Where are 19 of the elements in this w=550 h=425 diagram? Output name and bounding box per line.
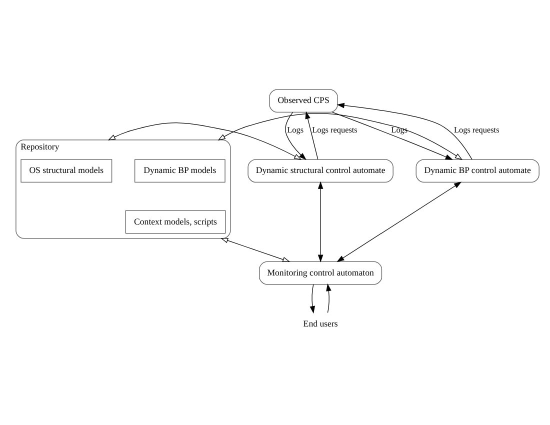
arrow: [326, 284, 332, 314]
arrow: [218, 113, 463, 160]
arrow: [332, 112, 453, 160]
node-box: Monitoring control automaton: [259, 261, 382, 285]
node-box: Dynamic structural control automate: [248, 159, 394, 183]
node-text: End users: [303, 318, 338, 328]
arrow: [220, 238, 290, 262]
node-box: Observed CPS: [269, 89, 338, 113]
node-box: OS structural models: [20, 159, 112, 183]
arrow: [108, 122, 302, 160]
arrow: [318, 181, 324, 262]
arrow: [285, 112, 306, 160]
arrow: [310, 284, 316, 314]
arrow: [305, 111, 318, 160]
node-box: Dynamic BP models: [134, 159, 226, 183]
arrow: [336, 182, 462, 262]
node-box: Context models, scripts: [125, 210, 226, 234]
arrow: [336, 102, 472, 160]
node-box: Dynamic BP control automate: [416, 159, 540, 183]
